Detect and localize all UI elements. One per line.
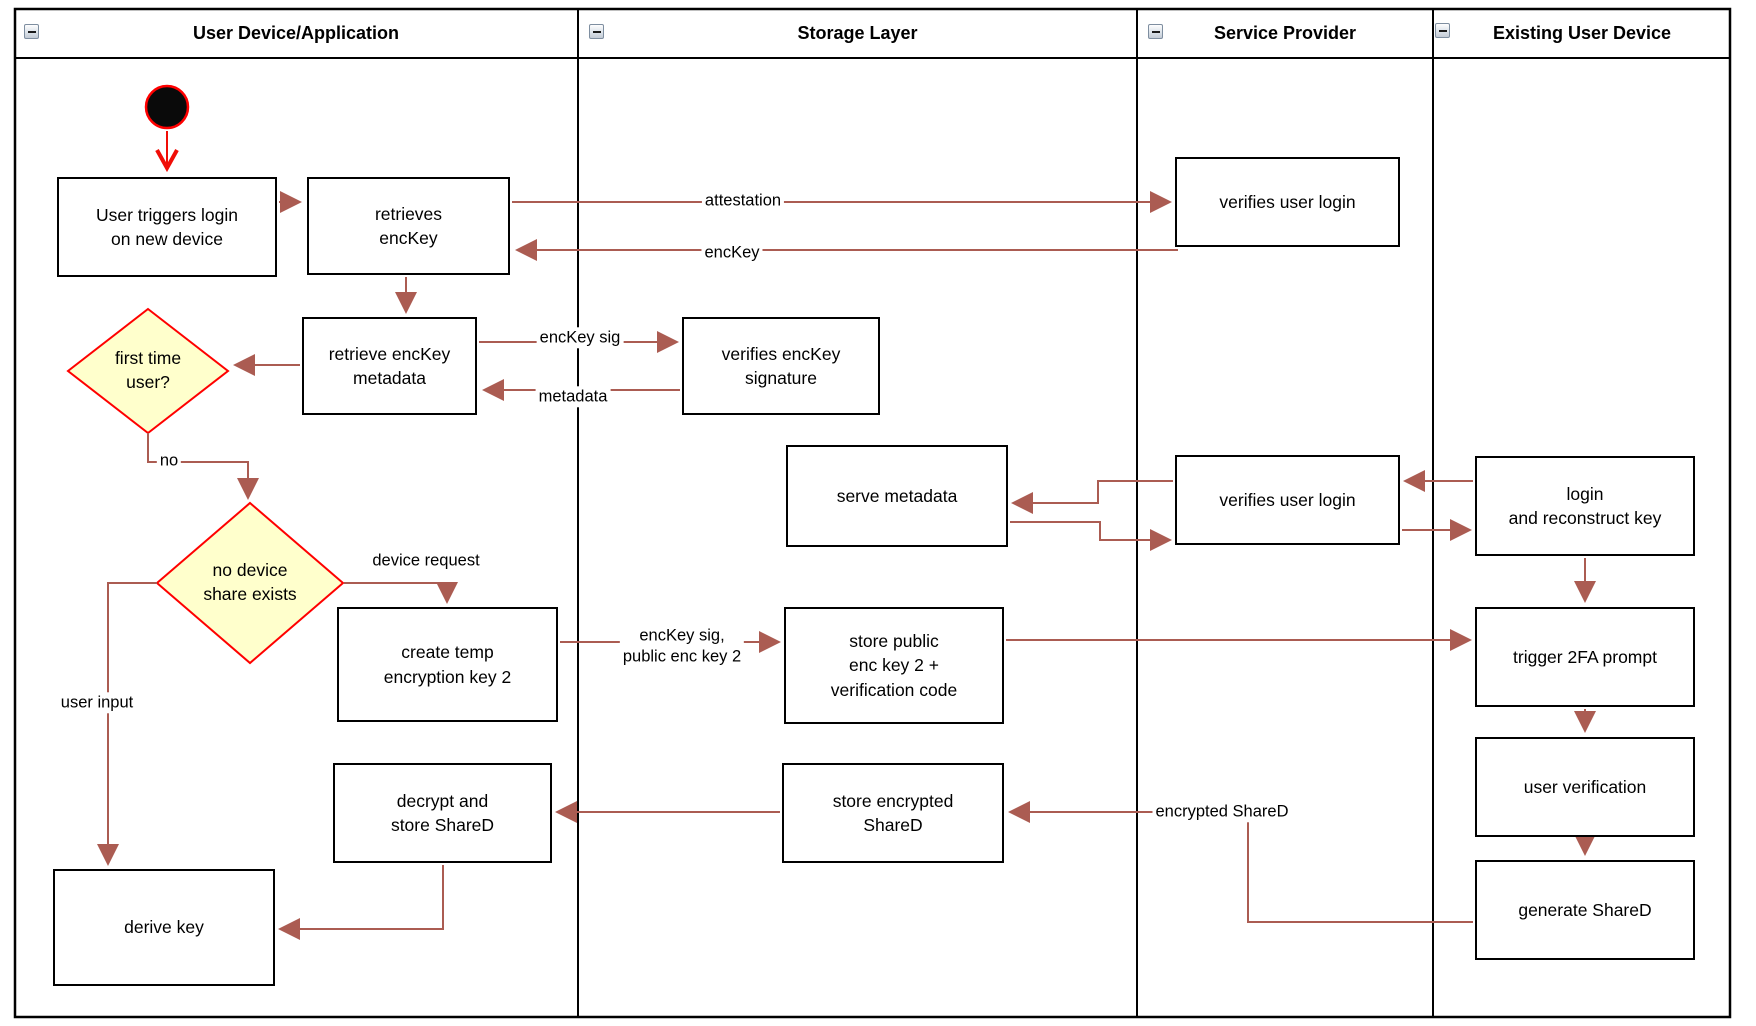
edge-label-metadata[interactable]: metadata bbox=[535, 386, 611, 408]
edge-label-no[interactable]: no bbox=[156, 450, 182, 472]
node-store-encrypted-shared[interactable]: store encrypted ShareD bbox=[782, 763, 1004, 863]
edge-device-request bbox=[344, 582, 458, 604]
node-verifies-user-login-top[interactable]: verifies user login bbox=[1175, 157, 1400, 247]
collapse-icon-lane-4[interactable] bbox=[1435, 23, 1450, 38]
swimlane-outer-border bbox=[13, 7, 1732, 1019]
node-login-reconstruct-key[interactable]: login and reconstruct key bbox=[1475, 456, 1695, 556]
lane-header-storage-layer[interactable]: Storage Layer bbox=[797, 23, 918, 43]
decision-no-device-share-label[interactable]: no device share exists bbox=[203, 560, 297, 604]
node-create-temp-encryption-key2[interactable]: create temp encryption key 2 bbox=[337, 607, 558, 722]
edge-label-enckey-sig[interactable]: encKey sig bbox=[536, 327, 624, 349]
lane-header-service-provider[interactable]: Service Provider bbox=[1213, 23, 1357, 43]
node-derive-key[interactable]: derive key bbox=[53, 869, 275, 986]
edge-label-user-input[interactable]: user input bbox=[57, 692, 137, 714]
collapse-icon-lane-2[interactable] bbox=[589, 24, 604, 39]
edge-label-enckey[interactable]: encKey bbox=[701, 242, 763, 264]
edge-label-enckey-sig-public-key2[interactable]: encKey sig, public enc key 2 bbox=[619, 625, 745, 669]
edge-label-encrypted-shared[interactable]: encrypted ShareD bbox=[1152, 801, 1292, 823]
edge-user-input bbox=[97, 582, 157, 866]
node-user-triggers-login[interactable]: User triggers login on new device bbox=[57, 177, 277, 277]
node-decrypt-store-shared[interactable]: decrypt and store ShareD bbox=[333, 763, 552, 863]
node-trigger-2fa-prompt[interactable]: trigger 2FA prompt bbox=[1475, 607, 1695, 707]
edge-label-device-request[interactable]: device request bbox=[369, 550, 483, 572]
edge-serve-metadata-to-verifies-login bbox=[1010, 521, 1172, 551]
lane-header-existing-user-device[interactable]: Existing User Device bbox=[1492, 23, 1672, 43]
collapse-icon-lane-3[interactable] bbox=[1148, 24, 1163, 39]
edge-verifies-login-to-serve-metadata bbox=[1011, 480, 1173, 514]
node-store-public-enc-key2[interactable]: store public enc key 2 + verification co… bbox=[784, 607, 1004, 724]
node-generate-shared[interactable]: generate ShareD bbox=[1475, 860, 1695, 960]
node-retrieve-enckey-metadata[interactable]: retrieve encKey metadata bbox=[302, 317, 477, 415]
minus-icon bbox=[1151, 30, 1160, 33]
collapse-icon-lane-1[interactable] bbox=[24, 24, 39, 39]
node-retrieves-enckey[interactable]: retrieves encKey bbox=[307, 177, 510, 275]
minus-icon bbox=[27, 30, 36, 33]
node-verifies-user-login-mid[interactable]: verifies user login bbox=[1175, 455, 1400, 545]
decision-first-time-user-label[interactable]: first time user? bbox=[114, 348, 182, 392]
minus-icon bbox=[1438, 29, 1447, 32]
node-verifies-enckey-signature[interactable]: verifies encKey signature bbox=[682, 317, 880, 415]
decision-no-device-share-shape[interactable] bbox=[155, 501, 345, 665]
minus-icon bbox=[592, 30, 601, 33]
lane-header-user-device-application[interactable]: User Device/Application bbox=[192, 23, 400, 43]
edge-label-attestation[interactable]: attestation bbox=[701, 190, 785, 212]
edge-encrypted-shared bbox=[1008, 801, 1473, 923]
node-serve-metadata[interactable]: serve metadata bbox=[786, 445, 1008, 547]
edge-decrypt-to-derive-key bbox=[278, 865, 444, 940]
node-user-verification[interactable]: user verification bbox=[1475, 737, 1695, 837]
edge-no-branch bbox=[147, 433, 259, 500]
start-node[interactable] bbox=[144, 84, 190, 130]
